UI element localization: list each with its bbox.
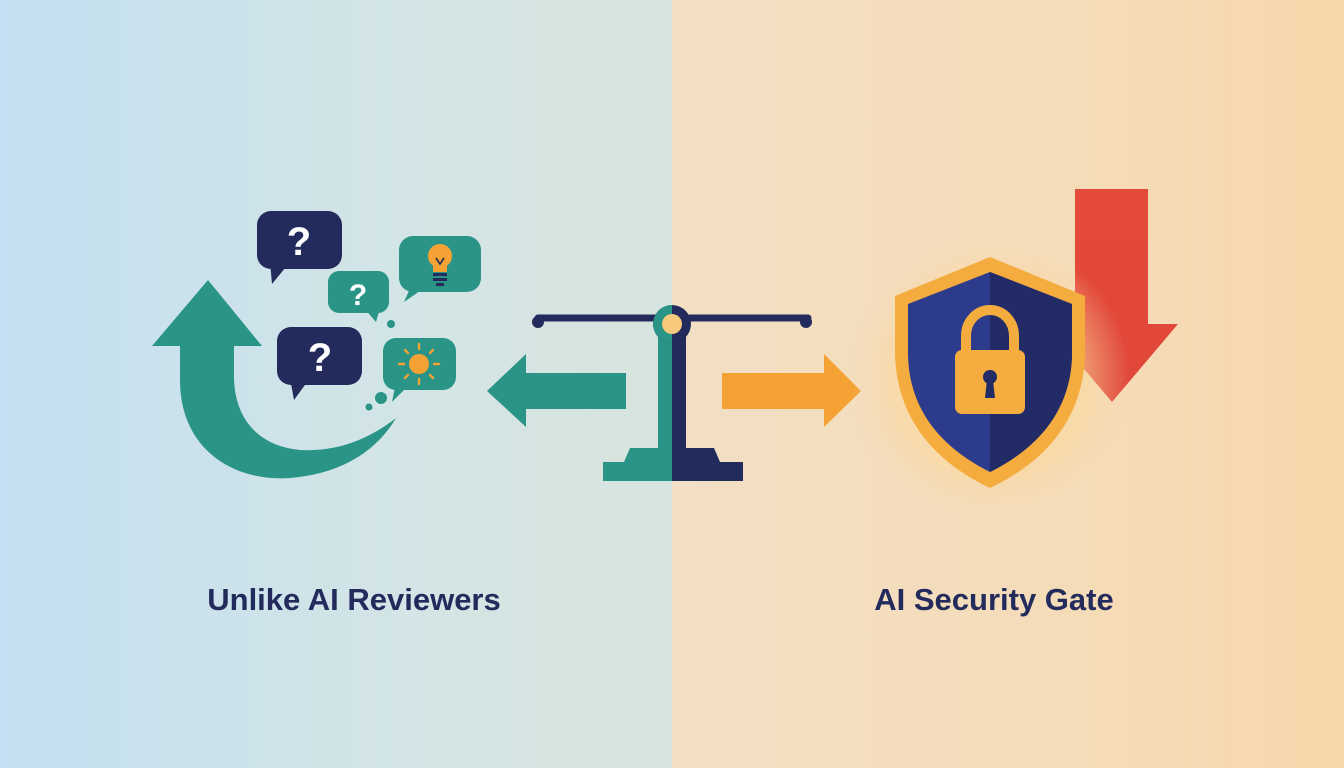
question-mark-3: ?	[308, 336, 332, 380]
question-mark-2: ?	[349, 279, 367, 312]
question-bubble-icon: ?	[328, 271, 389, 322]
lightbulb-bubble-icon	[399, 236, 481, 302]
left-caption: Unlike AI Reviewers	[207, 582, 501, 617]
sun-bubble-icon	[383, 338, 456, 402]
question-bubble-icon: ?	[277, 327, 362, 400]
left-arrow-icon	[487, 354, 626, 427]
shield-lock-icon	[850, 238, 1130, 518]
thought-dots	[365, 320, 395, 411]
curved-up-arrow-icon	[152, 280, 396, 479]
right-arrow-icon	[722, 354, 861, 427]
balance-scale-icon	[532, 305, 812, 481]
right-caption: AI Security Gate	[874, 582, 1114, 617]
question-mark-1: ?	[287, 220, 311, 264]
question-bubble-icon: ?	[257, 211, 342, 284]
